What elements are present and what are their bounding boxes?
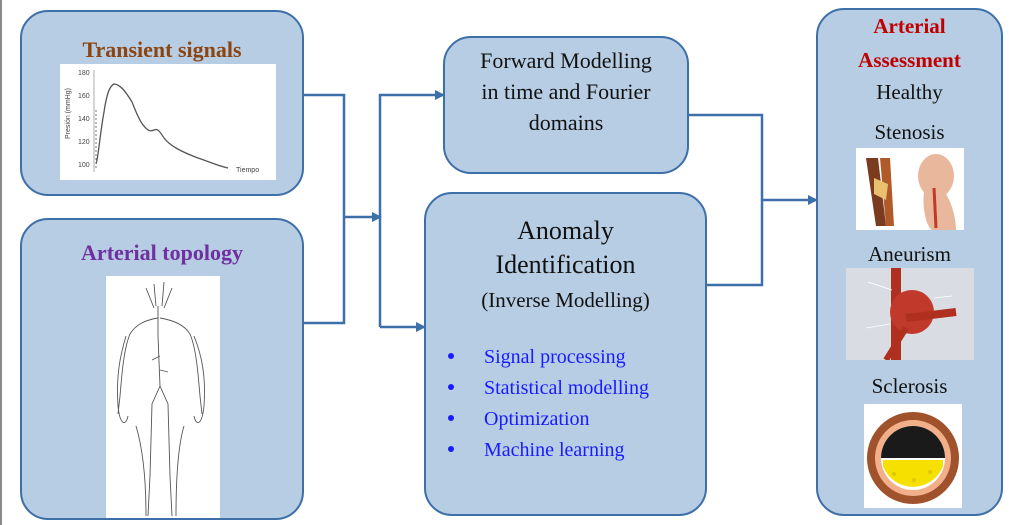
- aneurism-label: Aneurism: [868, 242, 951, 266]
- arterial-tree-image: [106, 276, 220, 518]
- left-border: [0, 0, 2, 525]
- arrow-inputs-to-split: [303, 93, 346, 325]
- tick-160: 160: [78, 93, 90, 100]
- assessment-title-line1: Arterial: [873, 14, 946, 38]
- bullet-icon: [448, 384, 454, 391]
- pressure-waveform: [95, 83, 229, 169]
- assessment-title-line2: Assessment: [858, 48, 961, 72]
- method-signal-processing: Signal processing: [448, 342, 649, 373]
- forward-modelling-box: Forward Modelling in time and Fourier do…: [443, 36, 689, 174]
- method-machine-learning: Machine learning: [448, 435, 649, 466]
- healthy-label: Healthy: [876, 80, 943, 104]
- stenosis-image: [856, 148, 964, 230]
- method-optimization: Optimization: [448, 404, 649, 435]
- anomaly-line1: Anomaly: [517, 216, 614, 245]
- transient-signals-title: Transient signals: [82, 37, 242, 62]
- time-axis-label: Tiempo: [236, 167, 259, 174]
- aneurism-image: [846, 268, 974, 362]
- tick-140: 140: [78, 116, 90, 123]
- sclerosis-label: Sclerosis: [871, 374, 948, 398]
- tick-100: 100: [78, 162, 90, 169]
- bullet-icon: [448, 353, 454, 360]
- bullet-icon: [448, 446, 454, 453]
- method-list: Signal processing Statistical modelling …: [448, 342, 649, 466]
- forward-line1: Forward Modelling: [480, 48, 652, 73]
- forward-line3: domains: [528, 110, 604, 135]
- stenosis-label: Stenosis: [874, 120, 945, 144]
- transient-signals-box: Transient signals Presión (mmHg) 180 160…: [20, 10, 304, 196]
- pressure-waveform-plot: Presión (mmHg) 180 160 140 120 100 Tiemp…: [60, 64, 276, 180]
- tick-120: 120: [78, 139, 90, 146]
- pressure-axis-label: Presión (mmHg): [65, 88, 72, 139]
- anomaly-line2: Identification: [495, 250, 636, 279]
- anomaly-line3: (Inverse Modelling): [481, 288, 650, 312]
- method-statistical-modelling: Statistical modelling: [448, 373, 649, 404]
- forward-line2: in time and Fourier: [481, 79, 651, 104]
- sclerosis-image: [864, 404, 962, 508]
- anomaly-identification-box: Anomaly Identification (Inverse Modellin…: [424, 192, 707, 516]
- bullet-icon: [448, 415, 454, 422]
- arterial-assessment-box: Arterial Assessment Healthy Stenosis Ane…: [816, 8, 1003, 516]
- tick-180: 180: [78, 70, 90, 77]
- arterial-topology-box: Arterial topology: [20, 218, 304, 520]
- arterial-topology-title: Arterial topology: [81, 240, 243, 265]
